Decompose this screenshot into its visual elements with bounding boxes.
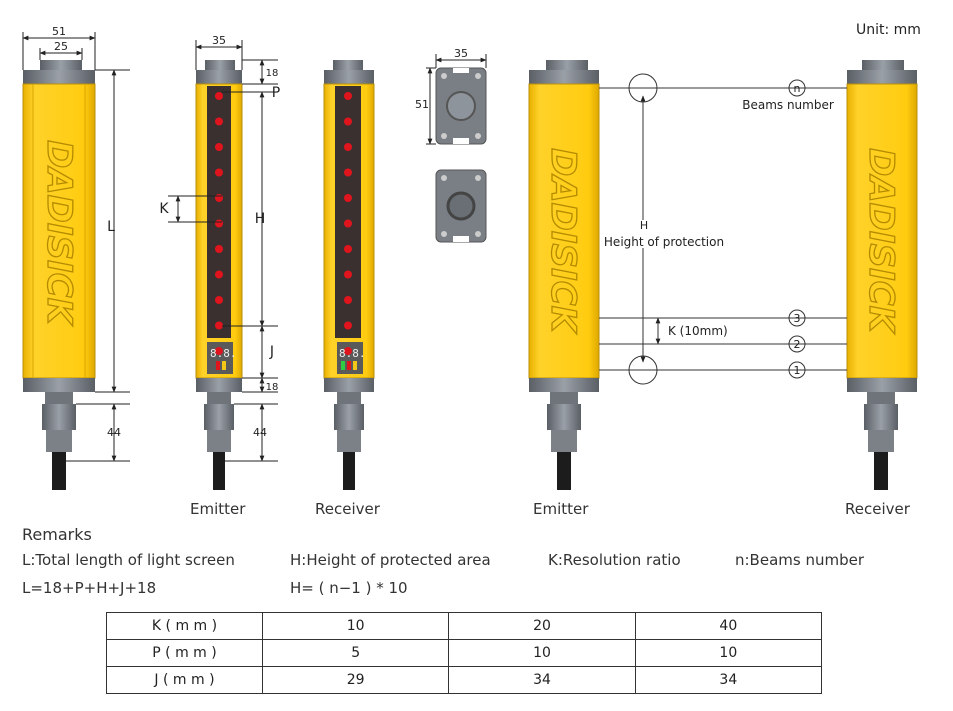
table-cell: 10 bbox=[261, 612, 450, 640]
led-dot bbox=[215, 92, 223, 100]
led-dot bbox=[215, 245, 223, 253]
dim-H: H bbox=[255, 211, 266, 227]
brand-logo-right-emitter: DADISICK bbox=[543, 148, 583, 334]
led-dot bbox=[215, 347, 223, 355]
dimension-lines bbox=[22, 32, 487, 462]
led-dot bbox=[215, 117, 223, 126]
led-dot bbox=[215, 168, 223, 177]
dim-44-side: 44 bbox=[107, 426, 121, 439]
table-cell: 10 bbox=[634, 639, 823, 667]
beam-label-1: 1 bbox=[794, 364, 801, 377]
formula-l: L=18+P+H+J+18 bbox=[22, 579, 157, 597]
receiver-red-indicator bbox=[347, 361, 351, 370]
unit-label: Unit: mm bbox=[856, 22, 921, 38]
emitter-yellow-indicator bbox=[222, 361, 226, 370]
led-dot bbox=[344, 321, 352, 330]
table-row: P ( m m ) 5 10 10 bbox=[106, 639, 823, 667]
beam-label-3: 3 bbox=[794, 312, 801, 325]
table-cell: 20 bbox=[448, 612, 636, 640]
spec-table: K ( m m ) 10 20 40 P ( m m ) 5 10 10 J (… bbox=[106, 612, 823, 694]
emitter-display: 8.8. bbox=[210, 347, 237, 360]
table-cell: 29 bbox=[261, 666, 450, 694]
led-dot bbox=[344, 296, 352, 304]
remarks-title: Remarks bbox=[22, 525, 92, 544]
led-dot bbox=[344, 347, 352, 355]
remark-n: n:Beams number bbox=[735, 551, 865, 569]
caption-emitter-left: Emitter bbox=[190, 500, 246, 518]
emitter-led-column bbox=[215, 92, 223, 355]
remark-l: L:Total length of light screen bbox=[22, 551, 235, 569]
dim-35-emitter: 35 bbox=[212, 34, 226, 47]
side-view-bar bbox=[22, 60, 96, 490]
brand-logo-side: DADISICK bbox=[39, 140, 79, 326]
table-cell: 5 bbox=[261, 639, 450, 667]
led-dot bbox=[344, 92, 352, 100]
led-dot bbox=[344, 245, 352, 253]
led-dot bbox=[344, 194, 352, 202]
led-dot bbox=[344, 270, 352, 279]
right-emitter-bar bbox=[528, 60, 600, 490]
receiver-yellow-indicator bbox=[353, 361, 357, 370]
height-of-protection-label: Height of protection bbox=[604, 235, 724, 249]
receiver-led-column bbox=[344, 92, 352, 355]
dim-P: P bbox=[272, 85, 280, 101]
end-cap-top-view bbox=[435, 67, 487, 145]
beam-label-2: 2 bbox=[794, 338, 801, 351]
dim-44-emitter: 44 bbox=[253, 426, 267, 439]
emitter-red-indicator bbox=[216, 361, 220, 370]
table-cell: 34 bbox=[634, 666, 823, 694]
led-dot bbox=[344, 117, 352, 126]
led-dot bbox=[215, 296, 223, 304]
led-dot bbox=[344, 143, 352, 151]
dim-18-top: 18 bbox=[266, 68, 279, 79]
table-row-label: P ( m m ) bbox=[106, 639, 263, 667]
dim-18-bottom: 18 bbox=[266, 382, 279, 393]
dim-J: J bbox=[269, 344, 274, 360]
formula-h: H= ( n−1 ) * 10 bbox=[290, 579, 408, 597]
h-symbol: H bbox=[640, 219, 648, 232]
dim-L: L bbox=[107, 219, 115, 235]
remark-h: H:Height of protected area bbox=[290, 551, 491, 569]
brand-logo-right-receiver: DADISICK bbox=[861, 148, 901, 334]
caption-receiver-right: Receiver bbox=[845, 500, 910, 518]
dim-25: 25 bbox=[54, 40, 68, 53]
beams-number-label: Beams number bbox=[742, 98, 834, 112]
caption-emitter-right: Emitter bbox=[533, 500, 589, 518]
beam-lines bbox=[599, 73, 847, 385]
dim-K: K bbox=[159, 201, 169, 217]
led-dot bbox=[215, 270, 223, 279]
table-row: J ( m m ) 29 34 34 bbox=[106, 666, 823, 694]
table-row-label: K ( m m ) bbox=[106, 612, 263, 640]
table-row-label: J ( m m ) bbox=[106, 666, 263, 694]
k-10mm-label: K (10mm) bbox=[668, 324, 728, 338]
led-dot bbox=[215, 143, 223, 151]
table-cell: 34 bbox=[448, 666, 636, 694]
n-symbol: n bbox=[794, 82, 801, 95]
end-cap-bottom-view bbox=[435, 169, 487, 243]
receiver-green-indicator bbox=[341, 361, 345, 370]
led-dot bbox=[215, 194, 223, 202]
led-dot bbox=[344, 168, 352, 177]
receiver-display: 8.8. bbox=[339, 347, 366, 360]
dim-51: 51 bbox=[52, 25, 66, 38]
led-dot bbox=[215, 321, 223, 330]
led-dot bbox=[215, 219, 223, 228]
dim-35-endcap: 35 bbox=[454, 47, 468, 60]
right-receiver-bar bbox=[846, 60, 918, 490]
table-cell: 10 bbox=[448, 639, 636, 667]
table-row: K ( m m ) 10 20 40 bbox=[106, 612, 823, 640]
remark-k: K:Resolution ratio bbox=[548, 551, 681, 569]
led-dot bbox=[344, 219, 352, 228]
table-cell: 40 bbox=[634, 612, 823, 640]
dim-51-endcap: 51 bbox=[415, 98, 429, 111]
caption-receiver-left: Receiver bbox=[315, 500, 380, 518]
